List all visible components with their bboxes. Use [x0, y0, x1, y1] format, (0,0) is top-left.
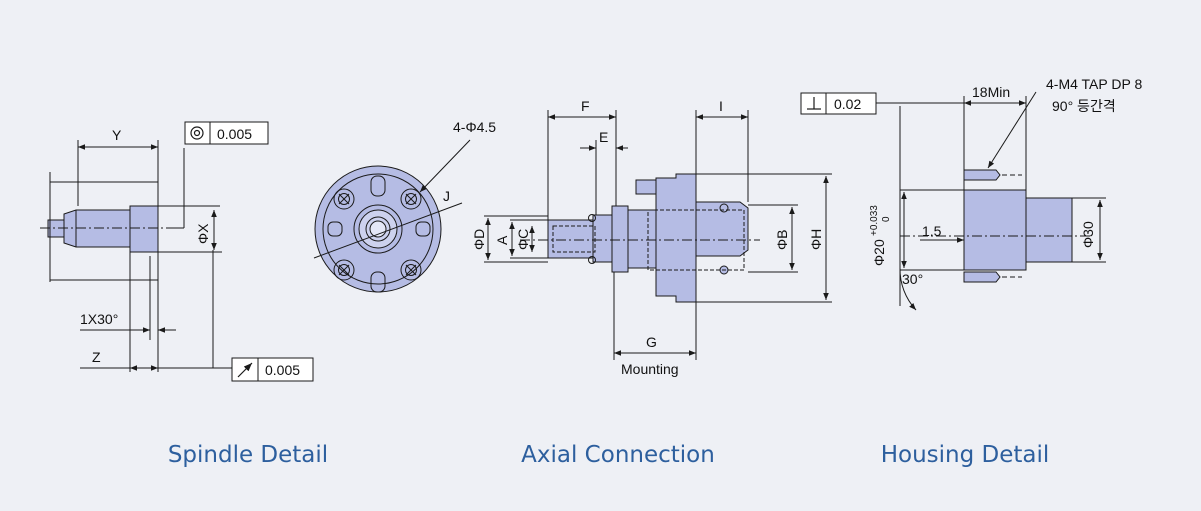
slot [370, 175, 386, 197]
dim-y-label: Y [112, 127, 122, 143]
housing-boss [1025, 197, 1073, 263]
upper-tab [635, 179, 657, 195]
dim-b-label: ΦB [774, 229, 790, 250]
spacing-label: 90° 등간격 [1052, 98, 1116, 114]
housing-detail [800, 91, 1106, 311]
dim-i-label: I [719, 98, 723, 114]
caption-axial: Axial Connection [521, 442, 715, 468]
dim-f-label: F [581, 98, 590, 114]
housing [695, 201, 749, 257]
axial-connection [484, 110, 832, 360]
dim-c-label: ΦC [515, 229, 531, 250]
shaft-body [592, 214, 613, 263]
housing-tol-value: 0.02 [834, 96, 861, 112]
dim-h-label: ΦH [808, 229, 824, 250]
slot [415, 221, 431, 237]
spindle-detail [40, 121, 314, 382]
perpendicularity-icon [807, 97, 821, 110]
dim-g-label: G [646, 334, 657, 350]
dim-e-label: E [599, 129, 608, 145]
tol-top-value: 0.005 [217, 126, 252, 142]
slot [327, 221, 343, 237]
concentricity-icon [190, 126, 204, 140]
slot [370, 271, 386, 293]
dim-z-label: Z [92, 349, 101, 365]
tol-bottom-value: 0.005 [265, 362, 300, 378]
dia-20-label: Φ20 [871, 239, 887, 266]
tap-hole [963, 169, 1001, 181]
flange-front-view [313, 139, 471, 293]
tap-label: 4-M4 TAP DP 8 [1046, 76, 1142, 92]
dim-15-label: 1.5 [922, 223, 942, 239]
caption-housing: Housing Detail [880, 442, 1050, 468]
dim-d-label: ΦD [471, 229, 487, 250]
tap-hole [963, 271, 1001, 283]
bolt-hole [400, 188, 422, 210]
runout-icon [237, 362, 253, 378]
dia-30-label: Φ30 [1080, 221, 1096, 248]
housing-body [963, 189, 1027, 271]
chamfer-label: 1X30° [80, 311, 118, 327]
bolt-hole [333, 259, 355, 281]
caption-spindle: Spindle Detail [167, 442, 329, 468]
collar [611, 205, 629, 273]
hub [627, 209, 657, 269]
tol-plus-label: +0.033 [869, 205, 880, 236]
mounting-label: Mounting [621, 361, 679, 377]
dim-j-label: J [443, 188, 450, 204]
tol-zero-label: 0 [881, 216, 892, 222]
angle-label: 30° [902, 271, 923, 287]
bolt-hole [400, 259, 422, 281]
holes-label: 4-Φ4.5 [453, 119, 496, 135]
dim-x-label: ΦX [195, 223, 211, 244]
mount-flange [655, 173, 697, 303]
dim-a-label: A [494, 235, 510, 245]
min-len-label: 18Min [972, 84, 1010, 100]
bolt-hole [333, 188, 355, 210]
